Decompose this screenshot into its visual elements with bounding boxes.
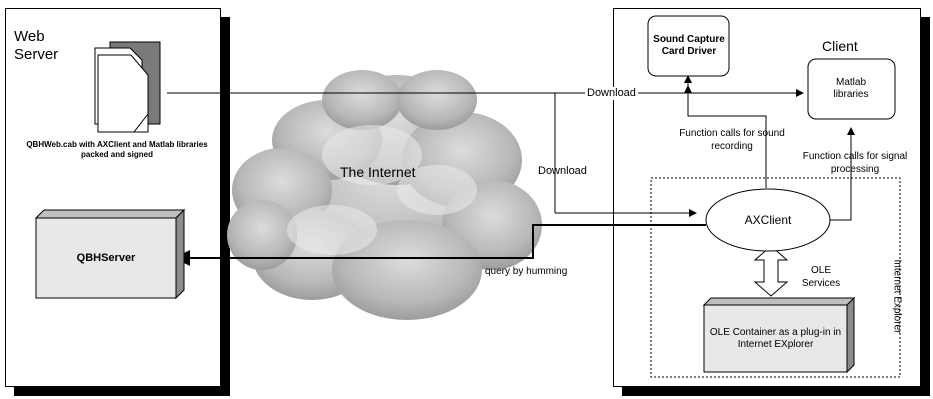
qbhserver-label: QBHServer [36,218,176,298]
internet-explorer-label: Internet Explorer [891,242,904,352]
ole-services-label: OLE Services [795,264,847,290]
query-label: query by humming [485,265,567,278]
query-line [176,225,706,258]
download-label-middle: Download [538,165,587,178]
cab-file-icon [95,42,160,132]
download-label-top: Download [585,87,638,100]
matlab-label: Matlab libraries [820,62,882,116]
fn-sound-label: Function calls for sound recording [672,127,792,153]
fn-signal-label: Function calls for signal processing [790,150,920,176]
cab-caption: QBHWeb.cab with AXClient and Matlab libr… [17,140,217,160]
ole-double-arrow [755,246,787,296]
ole-container-label: OLE Container as a plug-in in Internet E… [708,309,843,369]
sound-driver-label: Sound Capture Card Driver [650,18,728,74]
client-title: Client [822,38,858,54]
axclient-label: AXClient [716,208,820,232]
